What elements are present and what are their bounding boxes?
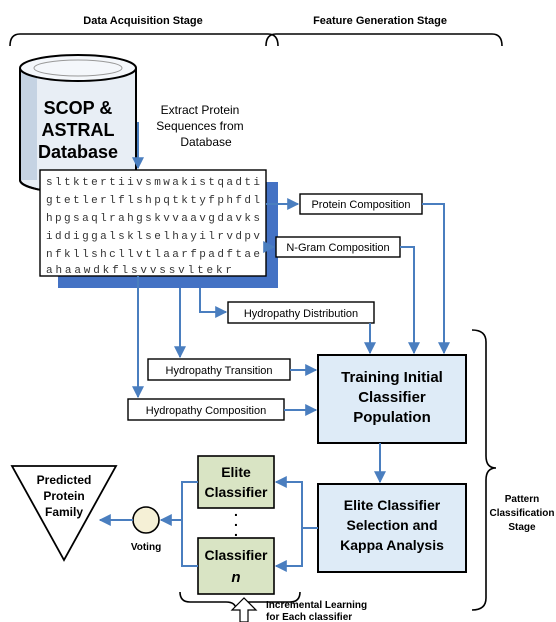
database-label-3: Database (38, 142, 118, 162)
ngram-composition-label: N-Gram Composition (286, 242, 389, 254)
training-label-1: Training Initial (341, 369, 443, 386)
predicted-label-1: Predicted (37, 473, 92, 487)
extract-label-2: Sequences from (156, 119, 243, 133)
stage-data-bracket (9, 33, 279, 47)
elite-selection-label-3: Kappa Analysis (340, 537, 444, 553)
voting-circle (132, 506, 160, 534)
incremental-up-arrow (230, 597, 258, 622)
hydropathy-composition-label: Hydropathy Composition (146, 405, 266, 417)
training-label-2: Classifier (358, 389, 426, 406)
sequence-box (39, 169, 267, 277)
predicted-triangle (10, 465, 118, 562)
arrow-selection-to-elite-1 (274, 476, 318, 529)
incremental-label-2: for Each classifier (266, 612, 352, 622)
incremental-label-1: Incremental Learning (266, 600, 367, 611)
connector-arrows (98, 198, 450, 572)
stage-feature-generation: Feature Generation Stage (313, 15, 447, 27)
pattern-stage-label-3: Stage (508, 522, 536, 533)
stage-feature-bracket (265, 33, 503, 47)
database-label-2: ASTRAL (42, 120, 115, 140)
voting-label: Voting (131, 542, 161, 553)
pattern-stage-label-1: Pattern (505, 494, 539, 505)
elite-classifier-n-label-1: Classifier (204, 547, 268, 563)
elite-classifier-1-box (197, 455, 275, 509)
pattern-stage-brace (471, 329, 497, 611)
stage-data-acquisition: Data Acquisition Stage (83, 15, 202, 27)
extract-label-3: Database (180, 135, 232, 149)
protein-composition-label: Protein Composition (311, 199, 410, 211)
ellipsis-dot-2: . (234, 513, 238, 529)
arrow-protein-to-training (422, 203, 450, 355)
ellipsis-dot-1: . (234, 503, 238, 519)
ellipsis-dot-3: . (234, 523, 238, 539)
arrow-to-hydropathy-distribution (199, 288, 228, 318)
elite-selection-label-1: Elite Classifier (344, 497, 441, 513)
predicted-label-2: Protein (43, 489, 84, 503)
database-label-1: SCOP & (44, 98, 113, 118)
pattern-stage-label-2: Classification (489, 508, 554, 519)
predicted-label-3: Family (45, 505, 83, 519)
training-box (317, 354, 467, 444)
elite-classifier-n-label-2: n (231, 569, 240, 586)
arrow-ngram-to-training (400, 246, 420, 355)
extract-label-1: Extract Protein (161, 103, 240, 117)
elite-classifier-1-label-2: Classifier (204, 484, 268, 500)
elite-selection-label-2: Selection and (346, 517, 437, 533)
hydropathy-distribution-label: Hydropathy Distribution (244, 308, 358, 320)
database-icon (19, 54, 137, 194)
arrow-elite-n-to-voting (159, 514, 198, 567)
arrow-elite-1-to-voting (181, 481, 198, 520)
elite-classifier-n-box (197, 537, 275, 595)
training-label-3: Population (353, 409, 431, 426)
hydropathy-distribution-box (227, 301, 375, 324)
arrow-selection-to-elite-n (274, 528, 303, 572)
elite-classifier-1-label-1: Elite (221, 464, 251, 480)
hydropathy-transition-label: Hydropathy Transition (166, 365, 273, 377)
